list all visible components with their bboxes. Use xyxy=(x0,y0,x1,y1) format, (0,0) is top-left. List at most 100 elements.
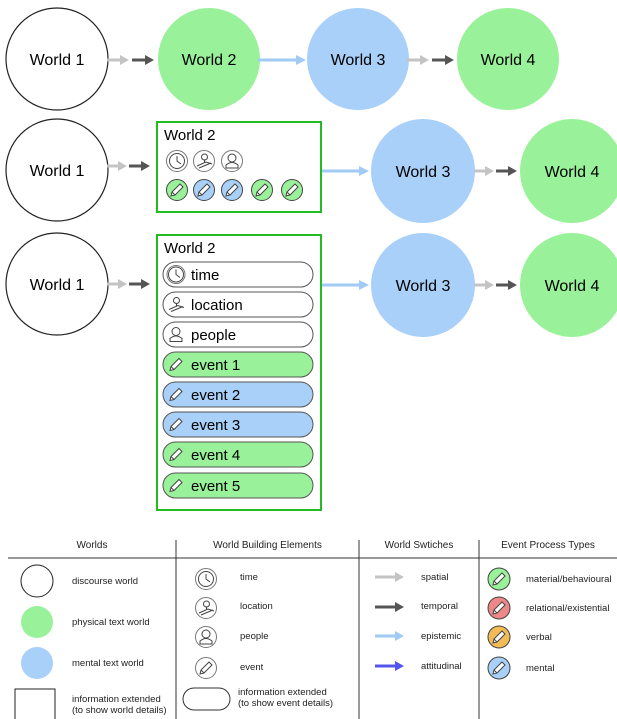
legend-label-relational-existential: relational/existential xyxy=(526,603,610,614)
temporal-switch-arrow xyxy=(496,280,517,290)
world-4-circle xyxy=(457,8,559,110)
material-behavioural-icon xyxy=(487,567,511,591)
location-icon xyxy=(193,150,215,172)
world-4-circle xyxy=(520,119,617,223)
world-2-circle xyxy=(158,8,260,110)
event-2-label: event 2 xyxy=(191,387,240,404)
temporal-switch-arrow xyxy=(496,166,517,176)
world-2-label: World 2 xyxy=(182,52,237,69)
epistemic-switch-arrow xyxy=(258,55,306,65)
world-4-label: World 4 xyxy=(545,278,600,295)
legend-label-time: time xyxy=(240,572,258,583)
legend-label-verbal: verbal xyxy=(526,632,552,643)
spatial-switch-arrow xyxy=(474,166,494,176)
people-icon xyxy=(221,150,243,172)
world-2-frame-title: World 2 xyxy=(164,127,215,144)
people-icon xyxy=(195,626,217,648)
time-icon xyxy=(166,265,186,284)
legend-label-mental: mental xyxy=(526,663,555,674)
event-physical-icon xyxy=(166,179,188,201)
row-2: World 1 World 2 xyxy=(5,118,617,223)
world-1-label: World 1 xyxy=(30,277,85,294)
legend-label-temporal: temporal xyxy=(421,601,458,612)
epistemic-arrow-symbol xyxy=(375,631,404,641)
event-4-label: event 4 xyxy=(191,447,240,464)
legend-label-physical-text-world: physical text world xyxy=(72,617,150,628)
relational-existential-icon xyxy=(487,596,511,620)
world-1-label: World 1 xyxy=(30,163,85,180)
spatial-switch-arrow xyxy=(107,161,127,171)
world-1-label: World 1 xyxy=(30,52,85,69)
event-4-pill: event 4 xyxy=(162,441,314,468)
legend-header-event-types: Event Process Types xyxy=(501,540,595,551)
legend-label-spatial: spatial xyxy=(421,572,449,583)
row-1: World 1 World 2 World 3 World 4 xyxy=(5,7,559,111)
legend-header-switches: World Swtiches xyxy=(384,540,454,551)
temporal-switch-arrow xyxy=(129,279,150,289)
world-2-frame-title: World 2 xyxy=(164,240,215,257)
world-1-circle xyxy=(5,118,109,222)
event-2-pill: event 2 xyxy=(162,381,314,408)
people-label: people xyxy=(191,327,236,344)
temporal-switch-arrow xyxy=(432,55,454,65)
legend-label-discourse-world: discourse world xyxy=(72,576,138,587)
world-3-label: World 3 xyxy=(396,278,451,295)
spatial-switch-arrow xyxy=(107,55,129,65)
event-physical-icon xyxy=(251,179,273,201)
world-4-circle xyxy=(520,233,617,337)
world-3-circle xyxy=(371,119,475,223)
time-label: time xyxy=(191,267,219,284)
information-extended-box-symbol xyxy=(14,688,56,719)
text-world-diagram: World 1 World 2 World 3 World 4 xyxy=(5,7,617,511)
legend-label-info-extended-world: information extended (to show world deta… xyxy=(72,694,167,716)
mental-icon xyxy=(487,656,511,680)
event-1-label: event 1 xyxy=(191,357,240,374)
legend-label-attitudinal: attitudinal xyxy=(421,661,462,672)
spatial-switch-arrow xyxy=(107,279,127,289)
legend-header-worlds: Worlds xyxy=(76,540,108,551)
time-icon xyxy=(195,568,217,590)
attitudinal-arrow-symbol xyxy=(375,661,404,671)
temporal-arrow-symbol xyxy=(375,602,404,612)
legend-label-epistemic: epistemic xyxy=(421,631,462,642)
epistemic-switch-arrow xyxy=(322,166,369,176)
mental-text-world-symbol xyxy=(21,647,53,679)
legend-label-event: event xyxy=(240,662,264,673)
verbal-icon xyxy=(487,625,511,649)
spatial-switch-arrow xyxy=(407,55,429,65)
temporal-switch-arrow xyxy=(132,55,154,65)
event-mental-icon xyxy=(221,179,243,201)
world-3-label: World 3 xyxy=(331,52,386,69)
event-5-pill: event 5 xyxy=(162,472,314,499)
world-4-label: World 4 xyxy=(545,164,600,181)
legend-header-elements: World Building Elements xyxy=(213,540,322,551)
legend-label-people: people xyxy=(240,631,269,642)
physical-text-world-symbol xyxy=(21,606,53,638)
world-3-circle xyxy=(371,233,475,337)
spatial-arrow-symbol xyxy=(375,572,404,582)
spatial-switch-arrow xyxy=(474,280,494,290)
time-icon xyxy=(166,150,188,172)
event-3-label: event 3 xyxy=(191,417,240,434)
event-1-pill: event 1 xyxy=(162,351,314,378)
legend-label-location: location xyxy=(240,601,273,612)
event-icon xyxy=(195,657,217,679)
information-extended-pill-symbol xyxy=(182,687,231,711)
epistemic-switch-arrow xyxy=(322,280,369,290)
legend-frame xyxy=(8,540,617,719)
world-3-circle xyxy=(307,8,409,110)
legend-label-mental-text-world: mental text world xyxy=(72,658,144,669)
time-pill: time xyxy=(162,261,314,288)
legend-label-info-extended-event: information extended (to show event deta… xyxy=(238,687,334,709)
event-mental-icon xyxy=(193,179,215,201)
world-3-label: World 3 xyxy=(396,164,451,181)
location-icon xyxy=(195,597,217,619)
row-3: World 1 World 2 time location xyxy=(5,232,617,511)
event-physical-icon xyxy=(281,179,303,201)
event-3-pill: event 3 xyxy=(162,411,314,438)
world-4-label: World 4 xyxy=(481,52,536,69)
temporal-switch-arrow xyxy=(129,161,150,171)
location-pill: location xyxy=(162,291,314,318)
legend-label-material-behavioural: material/behavioural xyxy=(526,574,612,585)
event-5-label: event 5 xyxy=(191,478,240,495)
